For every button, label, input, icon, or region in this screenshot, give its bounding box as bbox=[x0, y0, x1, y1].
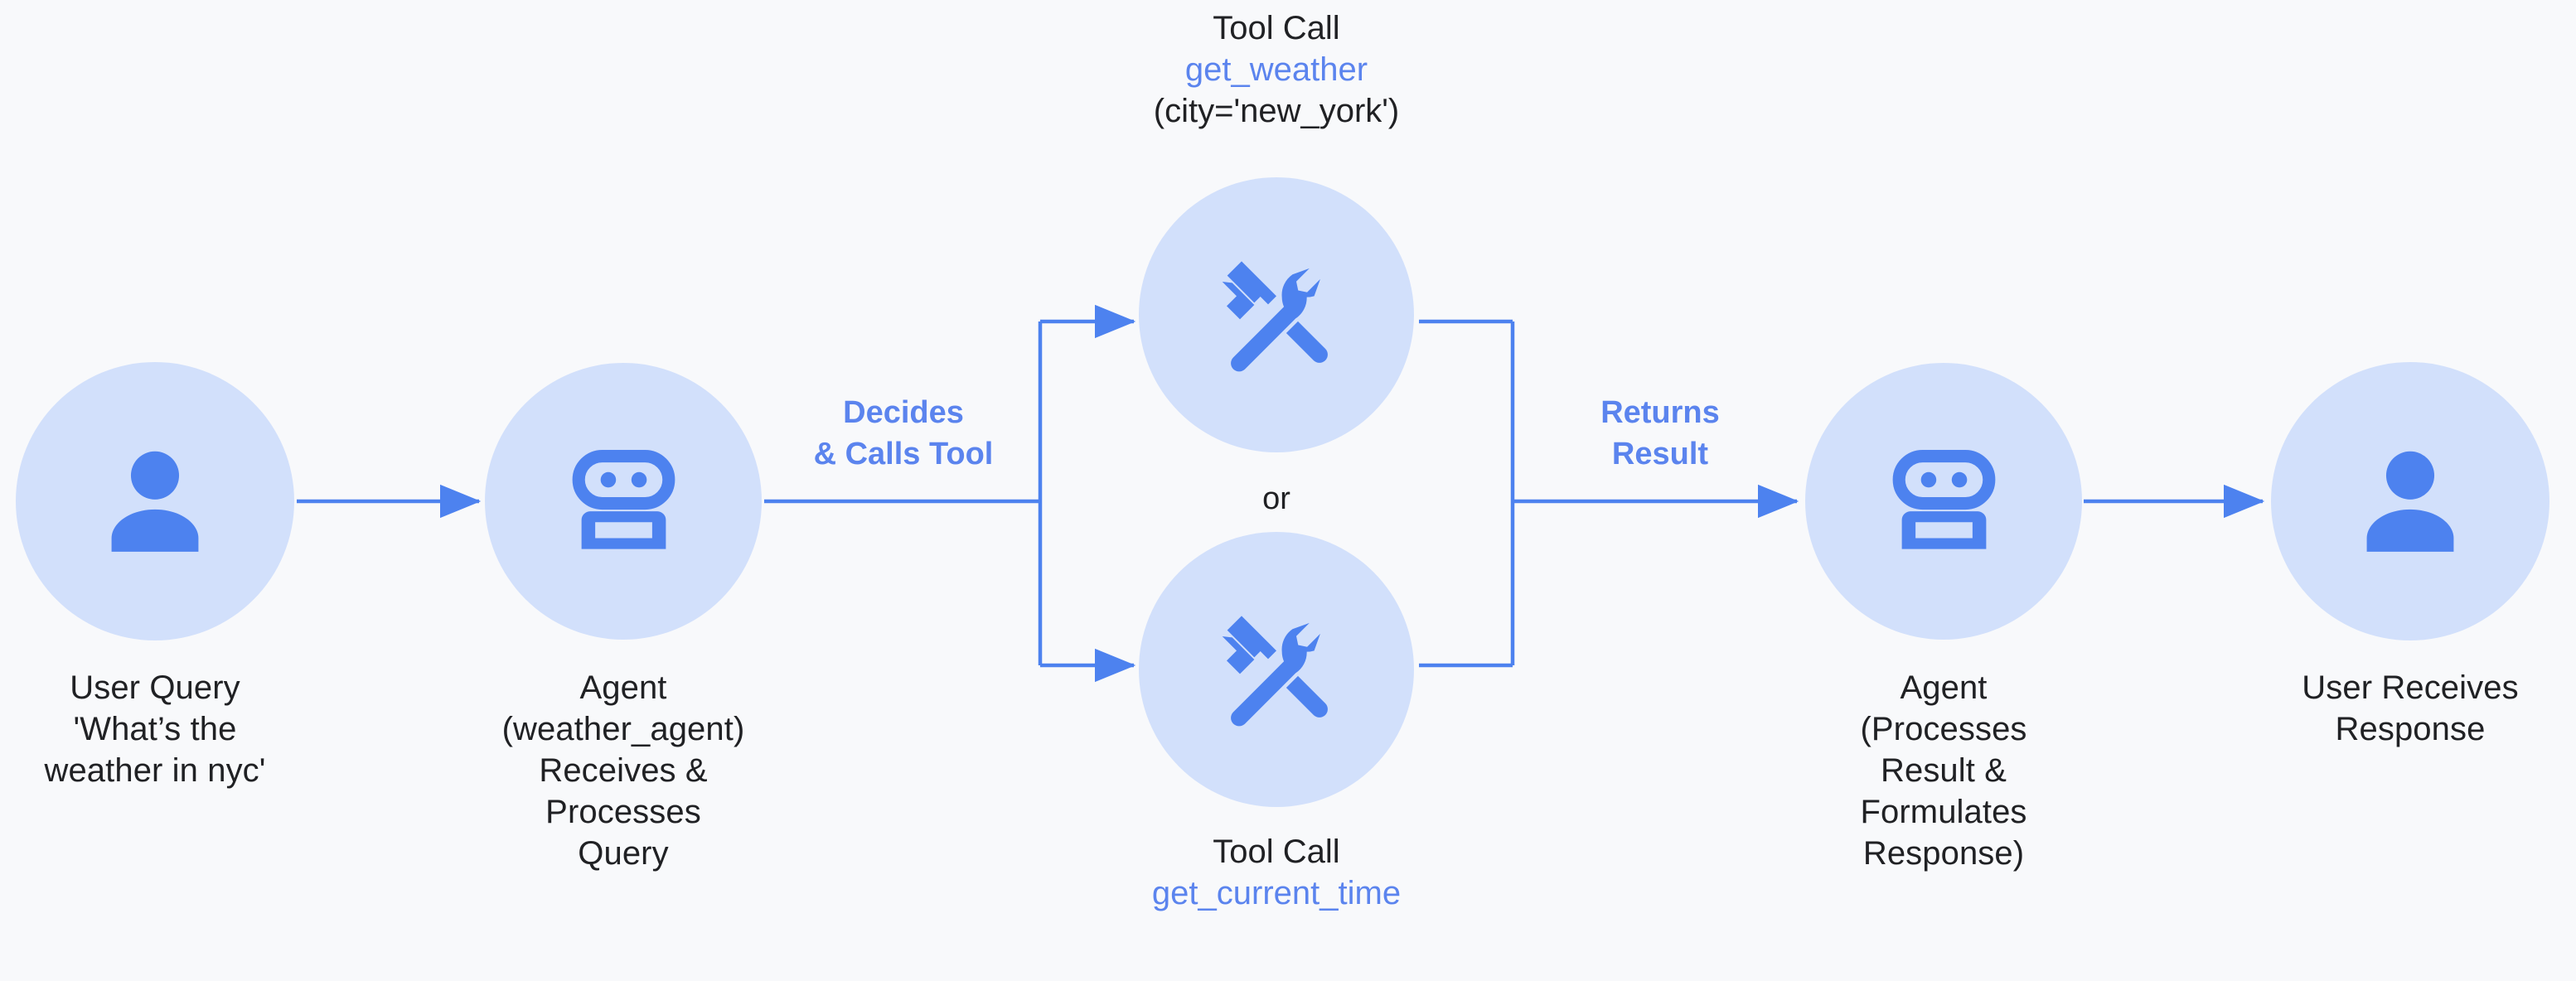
person-icon bbox=[2340, 431, 2481, 572]
caption-agent-receives: Agent (weather_agent) Receives & Process… bbox=[501, 669, 745, 872]
label-tool-call-bottom: Tool Call get_current_time bbox=[1098, 831, 1455, 914]
person-icon bbox=[85, 431, 225, 572]
tool-call-args-top: (city='new_york') bbox=[1153, 93, 1400, 129]
tools-icon bbox=[1210, 249, 1343, 381]
tool-call-function-top[interactable]: get_weather bbox=[1184, 51, 1368, 88]
tool-call-function-bottom[interactable]: get_current_time bbox=[1151, 875, 1402, 911]
label-tool-call-top: Tool Call get_weather (city='new_york') bbox=[1098, 7, 1455, 132]
node-user-query[interactable] bbox=[16, 362, 294, 640]
node-tool-bottom[interactable] bbox=[1139, 532, 1414, 807]
robot-icon bbox=[1876, 433, 2012, 570]
edge-label-returns: Returns Result bbox=[1600, 395, 1720, 471]
caption-agent-processes: Agent (Processes Result & Formulates Res… bbox=[1860, 669, 2027, 872]
caption-user-query: User Query 'What’s the weather in nyc' bbox=[44, 669, 266, 789]
edge-label-decides: Decides & Calls Tool bbox=[813, 395, 994, 471]
node-tool-top[interactable] bbox=[1139, 177, 1414, 452]
tool-call-heading-bottom: Tool Call bbox=[1213, 834, 1340, 870]
node-agent-receives[interactable] bbox=[485, 363, 762, 640]
robot-icon bbox=[555, 433, 692, 570]
tool-call-heading-top: Tool Call bbox=[1213, 10, 1340, 46]
branch-or-label: or bbox=[1262, 481, 1290, 516]
caption-user-receives: User Receives Response bbox=[2302, 669, 2519, 747]
node-agent-processes[interactable] bbox=[1805, 363, 2082, 640]
node-user-receives[interactable] bbox=[2271, 362, 2549, 640]
tools-icon bbox=[1210, 603, 1343, 736]
